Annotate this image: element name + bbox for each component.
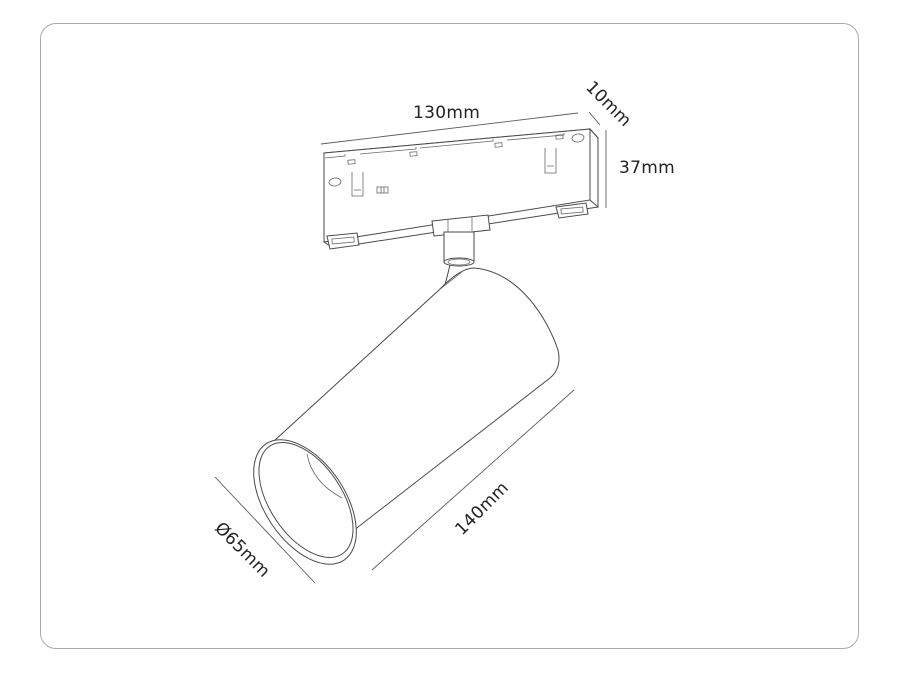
dim-line-body-length <box>371 389 575 571</box>
label-body-diameter: Ø65mm <box>210 518 273 581</box>
label-body-length: 140mm <box>451 478 513 540</box>
label-adapter-depth: 10mm <box>581 77 635 131</box>
diagram-frame <box>40 23 859 649</box>
swivel-stem <box>443 231 475 286</box>
dim-line-diameter <box>214 476 316 584</box>
label-adapter-height: 37mm <box>619 158 675 178</box>
dimension-lines <box>214 111 607 584</box>
track-adapter <box>322 127 600 250</box>
dim-line-depth <box>588 111 601 126</box>
spotlight-body <box>253 267 560 565</box>
dim-line-length <box>320 112 579 145</box>
label-adapter-length: 130mm <box>413 103 480 123</box>
